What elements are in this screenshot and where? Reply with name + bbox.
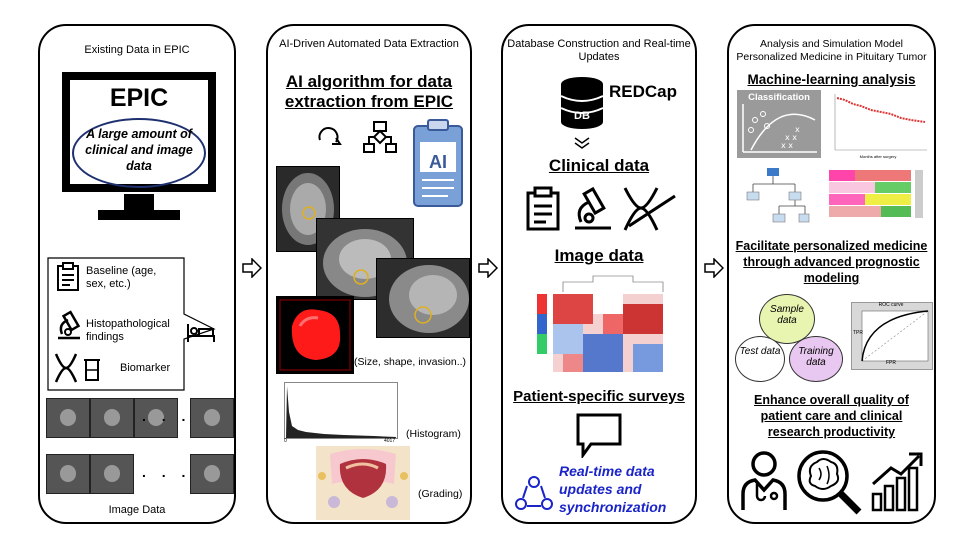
mri-thumbnail bbox=[90, 454, 134, 494]
db-label: DB bbox=[574, 110, 590, 122]
bed-icon bbox=[186, 322, 216, 349]
mri-thumbnail bbox=[46, 454, 90, 494]
ai-badge: AI bbox=[429, 152, 447, 172]
venn-training bbox=[789, 336, 843, 382]
brain-search-icon bbox=[793, 446, 865, 521]
speech-bubble-icon bbox=[575, 412, 623, 463]
mri-thumbnail bbox=[90, 398, 134, 438]
surveys-heading: Patient-specific surveys bbox=[513, 388, 685, 405]
monitor-title: EPIC bbox=[109, 84, 169, 112]
mri-thumbnail bbox=[46, 398, 90, 438]
ellipsis: . . . . bbox=[142, 464, 212, 480]
growth-chart-icon bbox=[869, 450, 927, 517]
mri-thumbnail bbox=[134, 398, 178, 438]
panel-ai-extraction: AI-Driven Automated Data Extraction AI a… bbox=[266, 24, 472, 524]
realtime-text: Real-time data updates and synchronizati… bbox=[559, 463, 667, 515]
image-data-label: Image Data bbox=[108, 504, 166, 516]
mri-scan bbox=[376, 258, 470, 338]
venn-test-label: Test data bbox=[739, 346, 781, 357]
svg-text:x x: x x bbox=[781, 141, 793, 150]
histopathology-label: Histopathological findings bbox=[86, 318, 170, 343]
grading-illustration bbox=[316, 446, 410, 520]
monitor-subtitle: A large amount of clinical and image dat… bbox=[85, 127, 193, 173]
doctor-icon bbox=[739, 450, 789, 517]
enhance-heading: Enhance overall quality of patient care … bbox=[754, 393, 909, 439]
mri-thumbnail bbox=[190, 454, 234, 494]
ml-heading: Machine-learning analysis bbox=[747, 72, 916, 87]
personalized-heading: Facilitate personalized medicine through… bbox=[735, 239, 928, 285]
clipboard-icon bbox=[56, 262, 80, 297]
image-heading: Image data bbox=[554, 246, 644, 265]
mri-thumbnail bbox=[190, 398, 234, 438]
ai-heading: AI algorithm for data extraction from EP… bbox=[284, 72, 454, 111]
clinical-heading: Clinical data bbox=[548, 156, 650, 175]
survival-chart bbox=[827, 92, 929, 160]
histogram-label: (Histogram) bbox=[406, 428, 461, 440]
roc-x-label: FPR bbox=[886, 360, 896, 366]
svg-text:x: x bbox=[795, 125, 800, 134]
venn-test bbox=[735, 336, 785, 382]
arrow-right-icon bbox=[242, 257, 263, 283]
chevron-down-icon bbox=[573, 136, 591, 155]
share-icon bbox=[515, 476, 553, 515]
ellipsis: . . . . bbox=[142, 408, 212, 424]
classification-label: Classification bbox=[748, 92, 810, 103]
venn-training-label: Training data bbox=[798, 346, 834, 368]
baseline-label: Baseline (age, sex, etc.) bbox=[86, 265, 157, 290]
arrow-right-icon bbox=[704, 257, 725, 283]
panel-title: Database Construction and Real-time Upda… bbox=[507, 38, 691, 63]
microscope-icon bbox=[54, 310, 84, 347]
histogram-min: 0 bbox=[284, 438, 287, 444]
dna-icon bbox=[52, 352, 106, 389]
ai-clipboard-icon bbox=[412, 118, 464, 213]
stacked-bar-chart bbox=[825, 166, 929, 228]
panel-analysis: Analysis and Simulation Model Personaliz… bbox=[727, 24, 936, 524]
histogram-max: 4017 bbox=[384, 438, 396, 444]
tumor-3d-render bbox=[276, 296, 354, 374]
panel-title: Analysis and Simulation Model Personaliz… bbox=[736, 38, 927, 63]
clinical-icons bbox=[525, 186, 685, 237]
panel-title: Existing Data in EPIC bbox=[84, 44, 190, 56]
roc-title: ROC curve bbox=[878, 302, 904, 308]
histogram-chart bbox=[284, 382, 398, 446]
survival-x-label: Months after surgery bbox=[859, 154, 897, 159]
svg-text:x x: x x bbox=[785, 133, 797, 142]
database-icon bbox=[559, 76, 605, 137]
redcap-label: REDCap bbox=[609, 82, 678, 101]
epic-ellipse bbox=[72, 118, 206, 188]
venn-sample-label: Sample data bbox=[770, 304, 804, 326]
decision-tree-graphic bbox=[739, 166, 811, 228]
roc-curve-chart bbox=[851, 302, 933, 370]
size-label: (Size, shape, invasion..) bbox=[354, 356, 467, 368]
grading-label: (Grading) bbox=[418, 488, 463, 500]
panel-existing-data: Existing Data in EPIC EPIC A large amoun… bbox=[38, 24, 236, 524]
panel-title: AI-Driven Automated Data Extraction bbox=[279, 38, 459, 50]
roc-y-label: TPR bbox=[853, 330, 863, 336]
arrow-right-icon bbox=[478, 257, 499, 283]
heatmap-chart bbox=[533, 274, 673, 374]
panel-database: Database Construction and Real-time Upda… bbox=[501, 24, 697, 524]
venn-sample bbox=[759, 294, 815, 344]
cycle-icon bbox=[314, 122, 344, 155]
biomarker-label: Biomarker bbox=[120, 362, 171, 374]
flowchart-icon bbox=[362, 120, 398, 159]
